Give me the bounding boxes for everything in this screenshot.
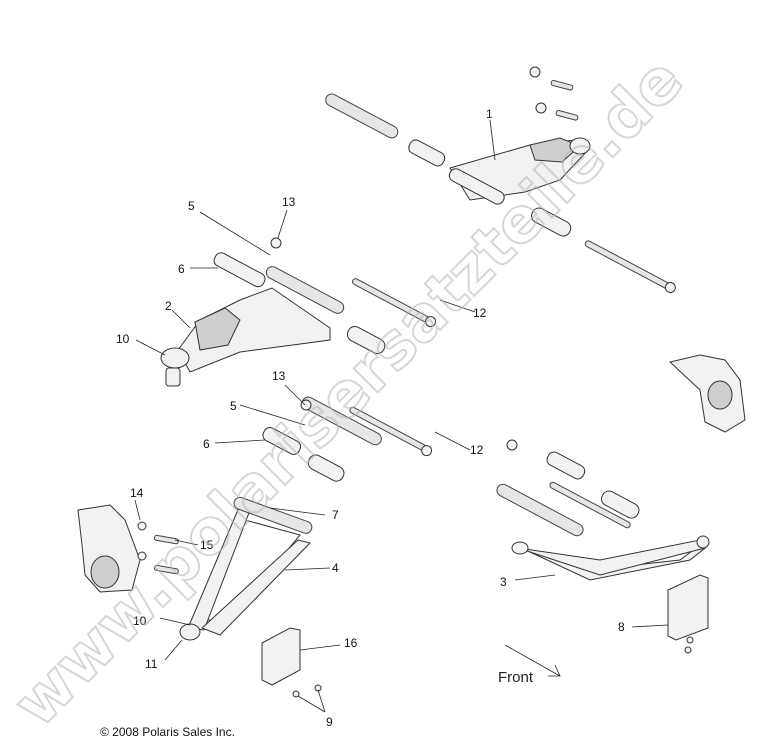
callout-9: 9 xyxy=(326,715,333,729)
callout-4: 4 xyxy=(332,561,339,575)
lower-front-arm-assembly xyxy=(77,396,433,698)
callout-6-upper: 6 xyxy=(178,262,185,276)
callout-3: 3 xyxy=(500,575,507,589)
callout-15: 15 xyxy=(200,538,214,552)
callout-12-lower: 12 xyxy=(470,443,484,457)
callout-7: 7 xyxy=(332,508,339,522)
leader-lines xyxy=(134,119,669,713)
lower-rear-arm-assembly xyxy=(496,354,746,654)
callout-numbers: 1 2 3 4 5 5 6 6 7 8 9 10 10 11 12 12 13 … xyxy=(116,107,625,729)
callout-12-upper: 12 xyxy=(473,306,487,320)
callout-5-lower: 5 xyxy=(230,399,237,413)
callout-1: 1 xyxy=(486,107,493,121)
callout-11: 11 xyxy=(145,657,158,671)
upper-front-arm-assembly xyxy=(160,237,437,387)
callout-14: 14 xyxy=(130,486,144,500)
front-label: Front xyxy=(498,669,534,686)
callout-8: 8 xyxy=(618,620,625,634)
callout-5-upper: 5 xyxy=(188,199,195,213)
callout-16: 16 xyxy=(344,636,358,650)
callout-13-upper: 13 xyxy=(282,195,296,209)
front-indicator: Front xyxy=(498,644,561,686)
callout-13-lower: 13 xyxy=(272,369,286,383)
callout-10-upper: 10 xyxy=(116,332,130,346)
callout-10-lower: 10 xyxy=(133,614,147,628)
callout-6-lower: 6 xyxy=(203,437,210,451)
callout-2: 2 xyxy=(165,299,172,313)
copyright-notice: © 2008 Polaris Sales Inc. xyxy=(100,725,235,739)
upper-rear-arm-assembly xyxy=(325,66,676,294)
